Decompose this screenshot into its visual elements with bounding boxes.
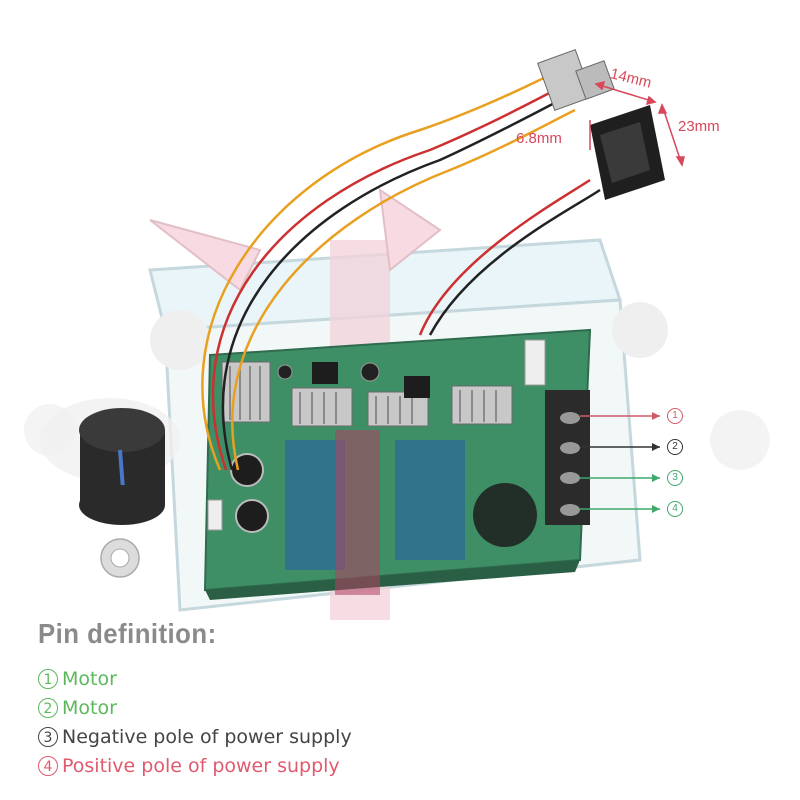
pin-marker-1: 1 bbox=[667, 408, 683, 424]
pin-label-3: Negative pole of power supply bbox=[62, 726, 352, 748]
dimension-label-23mm: 23mm bbox=[678, 118, 720, 135]
rocker-switch bbox=[590, 105, 665, 200]
pcb-board bbox=[203, 328, 592, 600]
pin-marker-2: 2 bbox=[667, 439, 683, 455]
pin-arrows bbox=[580, 412, 660, 513]
pin-number-2: 2 bbox=[38, 698, 58, 718]
pin-number-3: 3 bbox=[38, 727, 58, 747]
pin-definition-item-2: 2 Motor bbox=[38, 697, 117, 719]
pin-definition-item-4: 4 Positive pole of power supply bbox=[38, 755, 340, 777]
pin-label-2: Motor bbox=[62, 697, 117, 719]
potentiometer bbox=[537, 49, 615, 111]
dimension-lines bbox=[589, 80, 685, 167]
pin-definition-title: Pin definition: bbox=[38, 618, 217, 649]
knob bbox=[40, 398, 180, 525]
pin-number-1: 1 bbox=[38, 669, 58, 689]
wires bbox=[201, 68, 601, 471]
pin-definition-item-1: 1 Motor bbox=[38, 668, 117, 690]
pin-marker-4: 4 bbox=[667, 501, 683, 517]
dimension-label-6-8mm: 6.8mm bbox=[516, 130, 562, 147]
pin-definition-item-3: 3 Negative pole of power supply bbox=[38, 726, 352, 748]
pin-label-4: Positive pole of power supply bbox=[62, 755, 340, 777]
pin-marker-3: 3 bbox=[667, 470, 683, 486]
pin-label-1: Motor bbox=[62, 668, 117, 690]
pin-number-4: 4 bbox=[38, 756, 58, 776]
washer bbox=[100, 538, 140, 578]
